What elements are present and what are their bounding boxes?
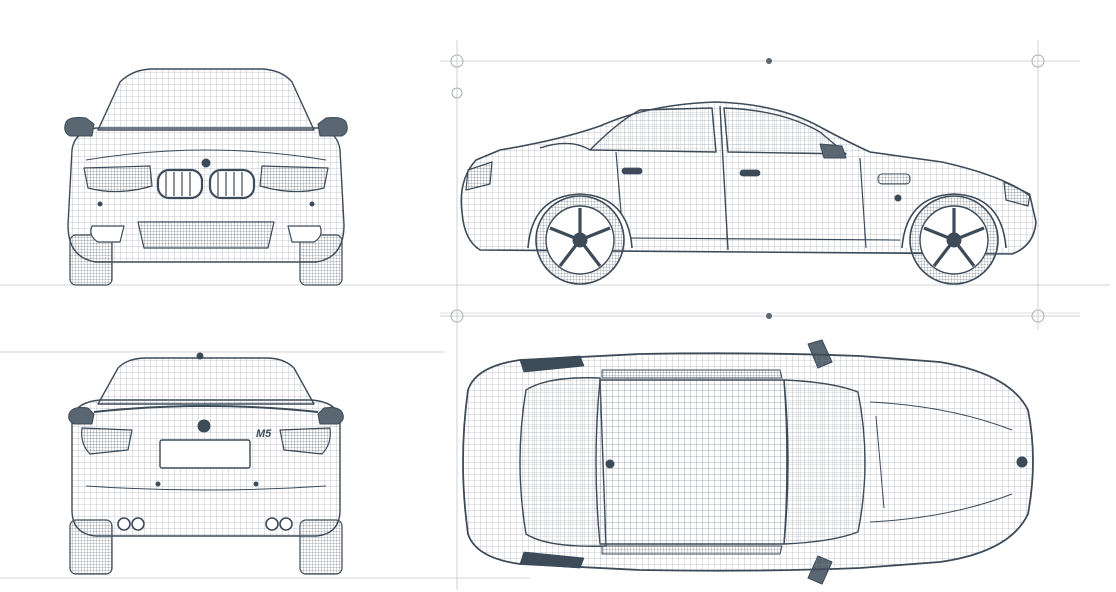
rear-right-taillight [279, 427, 331, 455]
side-taillight [465, 161, 493, 191]
side-rear-window [589, 107, 717, 153]
side-c-pillar [539, 142, 591, 151]
front-left-foglight [90, 225, 125, 243]
rear-badge-text: M5 [256, 428, 272, 440]
side-rear-door-handle [621, 167, 643, 175]
front-view [64, 68, 348, 286]
top-roof [595, 379, 788, 545]
rear-left-exhausts [117, 517, 145, 531]
front-right-headlight [259, 165, 329, 193]
top-windshield [783, 379, 866, 545]
guide-dot [766, 313, 772, 319]
rear-right-exhausts [265, 517, 293, 531]
side-headlight [1003, 181, 1031, 207]
guide-markers [450, 54, 1045, 323]
rear-view [68, 352, 344, 575]
top-view [462, 339, 1034, 585]
side-front-wheel [909, 195, 999, 285]
side-fender-vent [877, 173, 911, 185]
top-rear-window [519, 377, 607, 547]
front-kidney-grille-left [156, 168, 204, 200]
side-rear-wheel [535, 195, 625, 285]
rear-left-taillight [81, 427, 133, 455]
side-mirror [819, 143, 847, 159]
rear-license-plate [159, 439, 251, 469]
rear-window [97, 357, 315, 405]
front-lower-intake [137, 221, 275, 249]
top-front-badge [1016, 456, 1028, 468]
front-badge [201, 158, 211, 168]
front-windshield [97, 68, 315, 131]
side-view [460, 101, 1037, 285]
front-right-foglight [287, 225, 322, 243]
front-left-mirror [64, 117, 95, 137]
front-right-mirror [317, 117, 348, 137]
rear-badge [197, 419, 211, 433]
rear-right-mirror [317, 407, 344, 425]
guide-lines [0, 40, 1110, 590]
top-antenna [605, 459, 615, 469]
rear-left-mirror [68, 407, 95, 425]
side-front-window [723, 107, 847, 155]
side-front-door-handle [739, 169, 761, 177]
front-kidney-grille-right [208, 168, 256, 200]
guide-dot [766, 58, 772, 64]
front-left-headlight [83, 165, 153, 193]
